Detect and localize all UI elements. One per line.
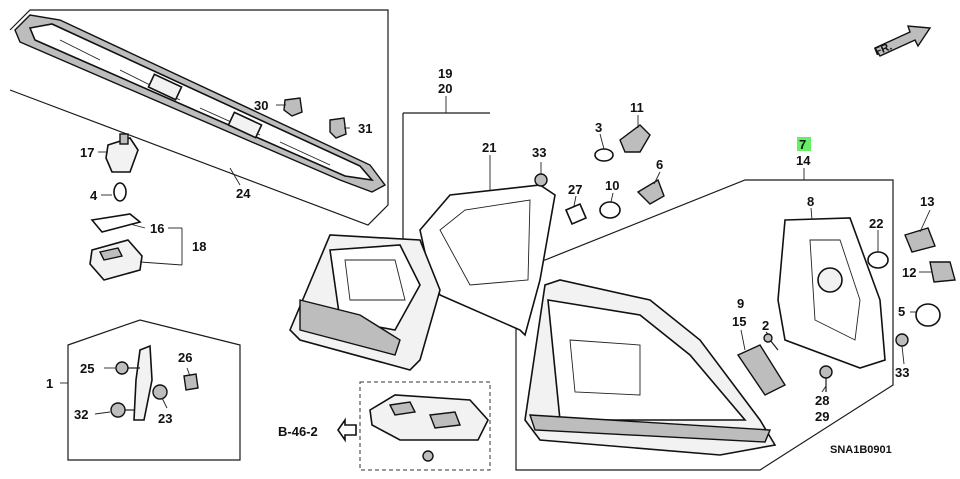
callout-3: 3	[595, 120, 602, 135]
callout-33b: 33	[895, 365, 909, 380]
callout-7-highlight	[797, 137, 811, 151]
callout-32: 32	[74, 407, 88, 422]
callout-14: 14	[796, 153, 811, 168]
socket-11	[619, 124, 651, 153]
callout-8: 8	[807, 194, 814, 209]
reference-arrow-icon	[337, 417, 357, 443]
callout-33a: 33	[532, 145, 546, 160]
callout-23: 23	[158, 411, 172, 426]
inner-light-19-20	[289, 234, 441, 371]
nut-33a	[534, 173, 548, 187]
callout-30: 30	[254, 98, 268, 113]
socket-17	[105, 133, 139, 173]
callout-13: 13	[920, 194, 934, 209]
reference-dashed-box	[359, 381, 491, 471]
callout-2: 2	[762, 318, 769, 333]
bulb-27	[564, 202, 588, 226]
gasket-16	[90, 213, 142, 233]
callout-29: 29	[815, 409, 829, 424]
outer-light-7-14	[524, 279, 777, 456]
callout-21: 21	[482, 140, 496, 155]
callout-1: 1	[46, 376, 53, 391]
callout-16: 16	[150, 221, 164, 236]
callout-27: 27	[568, 182, 582, 197]
socket-12	[929, 261, 956, 283]
callout-4: 4	[90, 188, 98, 203]
nut-23	[152, 384, 168, 400]
callout-24: 24	[236, 186, 251, 201]
callout-26: 26	[178, 350, 192, 365]
diagram-code: SNA1B0901	[830, 444, 892, 456]
callout-11: 11	[630, 100, 644, 115]
garnish-group-frame	[9, 9, 389, 226]
inner-gasket-21	[419, 184, 556, 337]
callout-15: 15	[732, 314, 746, 329]
bulb-10	[599, 201, 621, 219]
callout-10: 10	[605, 178, 619, 193]
nut-26	[183, 373, 199, 391]
bolt-32	[110, 402, 135, 418]
rear-garnish-24	[14, 14, 387, 193]
clip-31	[329, 117, 347, 139]
reference-bracket	[369, 394, 489, 462]
socket-6	[636, 178, 665, 205]
bulb-22	[867, 251, 889, 269]
callout-19: 19	[438, 66, 452, 81]
cover-9-15	[736, 344, 787, 396]
reference-label[interactable]: B-46-2	[278, 424, 318, 439]
screw-2	[763, 333, 779, 351]
outer-gasket-8	[777, 217, 886, 369]
callout-28: 28	[815, 393, 829, 408]
callout-6: 6	[656, 157, 663, 172]
callout-18: 18	[192, 239, 206, 254]
callout-25: 25	[80, 361, 94, 376]
license-lens-18	[89, 239, 143, 281]
callout-17: 17	[80, 145, 94, 160]
front-direction-arrow-icon	[873, 25, 932, 57]
bulb-5	[915, 303, 941, 327]
screw-28-29	[819, 365, 833, 392]
nut-33b	[895, 333, 909, 347]
outer-light-group-frame	[515, 179, 894, 471]
callout-7: 7	[799, 137, 806, 152]
callout-31: 31	[358, 121, 372, 136]
bracket-1	[133, 344, 153, 421]
leader-lines	[60, 96, 932, 415]
callout-5: 5	[898, 304, 905, 319]
callout-12: 12	[902, 265, 916, 280]
callout-22: 22	[869, 216, 883, 231]
clip-30	[283, 97, 303, 117]
bulb-4	[113, 182, 127, 202]
license-light-group-frame	[67, 319, 241, 461]
callout-9: 9	[737, 296, 744, 311]
bulb-3	[594, 148, 614, 162]
callout-20: 20	[438, 81, 452, 96]
